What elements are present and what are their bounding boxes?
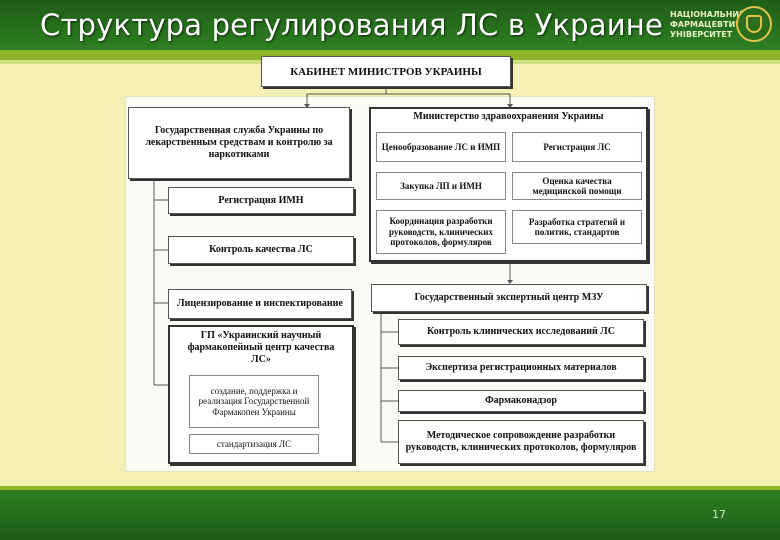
ministry-of-health-label: Министерство здравоохранения Украины [413,111,604,122]
shield-icon [746,15,762,33]
care-assessment-box: Оценка качества медицинской помощи [512,172,642,200]
pharmacopoeia-center-label: ГП «Украинский научный фармакопейный цен… [187,330,335,365]
expert-center-box: Государственный экспертный центр МЗУ [371,284,647,312]
pharmacopoeia-creation-box: создание, поддержка и реализация Государ… [189,375,319,428]
methodology-box: Методическое сопровождение разработки ру… [398,420,644,464]
header-bar [0,0,780,50]
cabinet-of-ministers-box: КАБИНЕТ МИНИСТРОВ УКРАИНЫ [261,56,511,87]
pharmacovigilance-box: Фармаконадзор [398,390,644,412]
arrow-head [507,280,513,284]
coordination-box: Координация разработки руководств, клини… [376,210,506,254]
arrow-head [304,104,310,108]
quality-control-box: Контроль качества ЛС [168,236,354,264]
arrow-head [507,104,513,108]
pricing-box: Ценообразование ЛС и ИМП [376,132,506,162]
slide-title: Структура регулирования ЛС в Украине [40,8,663,42]
imn-registration-box: Регистрация ИМН [168,187,354,214]
logo-line: ФАРМАЦЕВТИЧНИЙ [670,20,762,29]
footer-stripe [0,486,780,490]
strategy-box: Разработка стратегий и политик, стандарт… [512,210,642,244]
header-stripe [0,50,780,60]
licensing-box: Лицензирование и инспектирование [168,289,352,319]
ls-registration-box: Регистрация ЛС [512,132,642,162]
footer-bar [0,490,780,540]
page-number: 17 [712,508,726,521]
state-service-box: Государственная служба Украины по лекарс… [128,107,350,179]
logo-line: УНІВЕРСИТЕТ [670,30,733,39]
logo-line: НАЦІОНАЛЬНИЙ [670,10,746,19]
university-emblem-icon [736,6,772,42]
university-logo-text: НАЦІОНАЛЬНИЙ ФАРМАЦЕВТИЧНИЙ УНІВЕРСИТЕТ [670,10,762,40]
registration-expertise-box: Экспертиза регистрационных материалов [398,356,644,380]
procurement-box: Закупка ЛП и ИМН [376,172,506,200]
clinical-trials-box: Контроль клинических исследований ЛС [398,319,644,345]
standardization-box: стандартизация ЛС [189,434,319,454]
